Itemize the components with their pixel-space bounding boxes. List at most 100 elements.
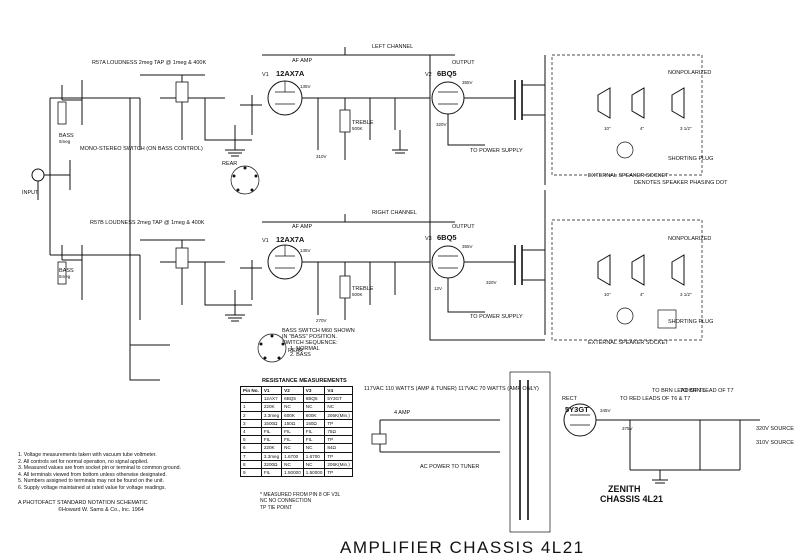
bass-switch-line-3: SWITCH SEQUENCE: [282,340,338,346]
rear-switch-top: REAR [222,161,260,195]
v3-type: 6BQ5 [437,233,457,242]
v1-left-type: 12AX7A [276,69,305,78]
credit-line-1: A PHOTOFACT STANDARD NOTATION SCHEMATIC [18,500,148,506]
v135-right: 135V [300,248,311,253]
to-red-leads: TO RED LEADS OF T6 & T7 [620,396,690,402]
table-cell: 6 [240,443,262,453]
header-v1: V1 [260,385,283,396]
to-brn-lead-t6: TO BRN LEAD OF T6 [652,388,706,394]
bass-right: BASS [59,268,74,274]
fuse-label: 4 AMP [394,410,411,416]
table-cell: FIL [260,467,283,478]
input-section: INPUT MONO-STEREO SWITCH (ON BASS CONTRO… [22,146,203,200]
bass-switch-line-4: 1. NORMAL [290,346,320,352]
table-cell: 1 [240,402,262,412]
table-cell: 206K(Min.) [324,410,353,420]
brand-chassis: CHASSIS 4L21 [600,494,663,504]
v355-right: 355V [462,244,473,249]
sub-v3: 6BQ5 [302,394,326,404]
v135-left: 135V [300,84,311,89]
sub-v4: 5Y3GT [324,394,353,404]
speaker-4-bottom-label: 4" [640,292,645,297]
loudness-top-label: R57A LOUDNESS 2meg TAP @ 1meg & 400K [92,60,206,66]
table-cell: 150Ω [302,418,326,428]
resistance-legend: * MEASURED FROM PIN 8 OF V3L NC NO CONNE… [260,492,340,511]
table-cell: 1.50000 [281,467,304,478]
brand-zenith: ZENITH [608,484,641,494]
shorting-plug-top: SHORTING PLUG [668,156,713,162]
speaker-10-bottom [597,254,611,286]
sub-v2: 6BQ5 [281,394,304,404]
phasing-dot-legend: DENOTES SPEAKER PHASING DOT [634,180,728,186]
credit: A PHOTOFACT STANDARD NOTATION SCHEMATIC … [18,500,148,514]
left-channel-circuit: LEFT CHANNEL AF AMP 12AX7A V1 135V TREBL… [49,44,546,255]
v1-right-type: 12AX7A [276,235,305,244]
table-cell: NC [281,459,304,469]
to-power-supply-left: TO POWER SUPPLY [470,148,523,154]
table-cell: NC [302,459,326,469]
table-cell: 220K [260,402,283,412]
table-cell: FIL [281,435,304,445]
table-cell: NC [302,443,326,453]
v320-right: 320V [486,280,497,285]
ac-note: 117VAC 110 WATTS (AMP & TUNER) 117VAC 70… [364,386,539,392]
bass-switch-line-1: BASS SWITCH M60 SHOWN [282,328,355,334]
sub-pin [240,394,262,404]
v320-left: 320V [436,122,447,127]
power-supply-section: 117VAC 110 WATTS (AMP & TUNER) 117VAC 70… [364,371,794,533]
right-channel-label: RIGHT CHANNEL [372,210,417,216]
table-cell: NC [302,402,326,412]
v1-left-label: AF AMP [292,58,313,64]
note-1: 1. Voltage measurements taken with vacuu… [18,452,157,458]
table-cell: 150Ω [281,418,304,428]
v2-label: OUTPUT [452,60,475,66]
ext-speaker-socket-top: EXTERNAL SPEAKER SOCKET [588,173,669,179]
speaker-10-top-label: 10" [604,126,611,131]
nonpolarized-top: NONPOLARIZED [668,70,711,76]
header-v4: V4 [324,385,353,396]
credit-line-2: ©Howard W. Sams & Co., Inc. 1964 [58,507,144,513]
speaker-3half-top-label: 3 1/2" [680,126,692,131]
header-v2: V2 [281,385,304,396]
to-brn-lead-t7: TO BRN LEAD OF T7 [680,388,734,394]
table-cell: 3 [240,418,262,428]
table-cell: 1.50000 [302,467,326,478]
v2-id: V2 [425,72,432,78]
table-cell: FIL [302,426,326,437]
header-pin: Pin No. [240,385,262,396]
bass-switch-line-2: IN "BASS" POSITION. [282,334,337,340]
src-310: 310V SOURCE [756,440,794,446]
resistance-table: Pin No. V1 V2 V3 V4 12AX7 6BQ5 6BQ5 5Y3G… [240,385,353,478]
table-cell: FIL [302,435,326,445]
treble-left-value: 500K [352,126,363,131]
table-cell: NC [324,402,353,412]
v375: 375V [622,426,633,431]
resistance-table-header: Pin No. V1 V2 V3 V4 [240,385,353,396]
speaker-section: NONPOLARIZED NONPOLARIZED SHORTING PLUG … [551,54,728,346]
src-320: 320V SOURCE [756,426,794,432]
table-cell: 600K [281,410,304,420]
mono-stereo-switch-label: MONO-STEREO SWITCH (ON BASS CONTROL) [80,146,203,152]
v345: 345V [600,408,611,413]
table-cell: NC [281,402,304,412]
treble-right-value: 500K [352,292,363,297]
legend-line-2: NC NO CONNECTION [260,498,312,505]
loudness-bottom-label: R57B LOUDNESS 2meg TAP @ 1meg & 400K [90,220,205,226]
notes-list: 1. Voltage measurements taken with vacuu… [18,452,268,492]
tube-v2 [431,81,465,115]
rear-switch-bottom: REAR [257,333,303,363]
legend-line-3: TP TIE POINT [260,504,293,511]
treble-left: TREBLE [352,120,374,126]
table-cell: TP [324,467,353,478]
table-cell: TP [324,418,353,428]
v355-left: 355V [462,80,473,85]
tube-v3 [431,245,465,279]
right-channel-circuit: RIGHT CHANNEL AF AMP 12AX7A V1 135V TREB… [50,55,546,381]
rear-label-bottom: REAR [288,348,303,354]
speaker-3half-bottom [671,254,685,286]
table-cell: FIL [260,426,283,437]
